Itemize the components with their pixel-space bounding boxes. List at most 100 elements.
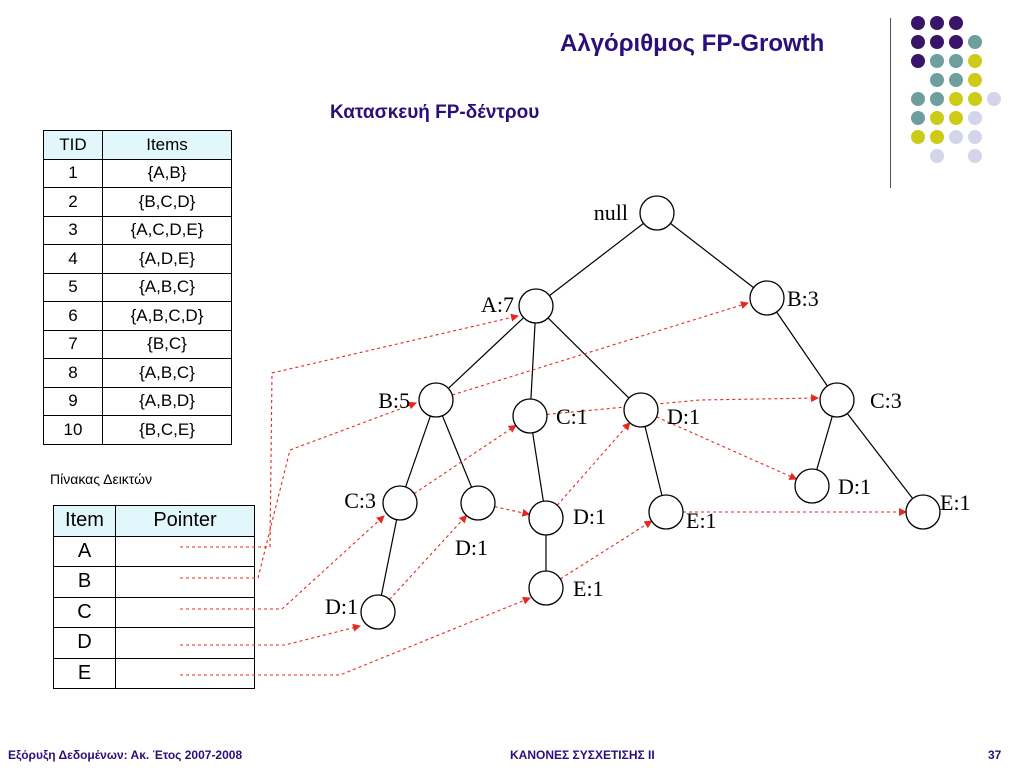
tree-edge-C1-D4: [532, 432, 544, 502]
node-link-D3-D2: [389, 514, 468, 600]
node-link-C3-C1: [413, 424, 517, 495]
tree-edge-root-B1: [670, 222, 754, 289]
decor-dot: [949, 16, 963, 30]
decor-dot: [930, 111, 944, 125]
tree-node-label-D2: D:1: [455, 535, 488, 560]
node-link-ptrD-D3: [180, 623, 361, 646]
node-link-D1-D5: [656, 416, 798, 480]
tree-node-label-B2: B:5: [378, 388, 410, 413]
decor-dot: [911, 54, 925, 68]
col-header-pointer: Pointer: [115, 505, 255, 537]
tid-cell: 9: [43, 386, 103, 416]
header-table-label: Πίνακας Δεικτών: [50, 471, 153, 487]
tid-cell: 10: [43, 415, 103, 445]
decor-dot: [949, 73, 963, 87]
decor-dot: [930, 54, 944, 68]
decor-dot: [911, 92, 925, 106]
transaction-table-header: TID Items: [43, 130, 232, 160]
tree-node-label-E2: E:1: [573, 576, 604, 601]
tree-node-D3: [360, 594, 396, 630]
item-cell: B: [53, 566, 116, 598]
decor-dot-grid: [911, 16, 1001, 163]
tree-node-C3: [382, 485, 418, 521]
decor-dot: [968, 111, 982, 125]
decor-dot: [949, 92, 963, 106]
node-link-E2-E1: [560, 520, 653, 580]
decor-dot: [930, 149, 944, 163]
tree-node-C2: [819, 382, 855, 418]
decor-dot: [949, 54, 963, 68]
tree-node-label-E1: E:1: [686, 508, 717, 533]
table-row: A: [53, 535, 255, 567]
decor-dot: [930, 73, 944, 87]
node-link-ptrB-B2: [180, 401, 417, 579]
tree-edge-A-B2: [447, 317, 525, 389]
tree-node-B2: [418, 382, 454, 418]
tree-node-label-D3: D:1: [325, 594, 358, 619]
tree-node-D1: [623, 392, 659, 428]
col-header-items: Items: [102, 130, 232, 160]
tree-node-label-E3: E:1: [940, 490, 971, 515]
tree-node-label-C3: C:3: [344, 488, 376, 513]
footer-course: Εξόρυξη Δεδομένων: Ακ. Έτος 2007-2008: [8, 748, 243, 762]
tree-node-label-root: null: [594, 200, 628, 225]
tree-node-E2: [528, 570, 564, 606]
tree-node-D4: [528, 500, 564, 536]
node-link-ptrC-C3: [180, 515, 385, 610]
table-row: D: [53, 627, 255, 659]
decor-dot: [968, 130, 982, 144]
tree-node-label-C1: C:1: [556, 404, 588, 429]
decor-dot: [968, 35, 982, 49]
tree-edge-A-C1: [530, 322, 536, 400]
decor-dot: [930, 130, 944, 144]
tree-edge-B1-C2: [776, 311, 828, 387]
tree-node-label-D4: D:1: [573, 504, 606, 529]
node-link-D4-D1: [556, 422, 631, 506]
tree-node-label-D5: D:1: [838, 474, 871, 499]
pointer-cell: [115, 566, 255, 598]
pointer-cell: [115, 596, 255, 628]
decor-divider: [890, 18, 891, 188]
decor-dot: [911, 16, 925, 30]
tree-edge-root-A: [549, 222, 644, 297]
tree-node-label-A: A:7: [481, 292, 514, 317]
decor-dot: [930, 35, 944, 49]
item-cell: D: [53, 627, 116, 659]
pointer-cell: [115, 657, 255, 689]
tree-node-D5: [794, 468, 830, 504]
decor-dot: [949, 130, 963, 144]
table-row: 3{A,C,D,E}: [43, 215, 232, 245]
decor-dot: [930, 92, 944, 106]
decor-dot: [968, 149, 982, 163]
decor-dot: [911, 130, 925, 144]
tree-edge-B2-C3: [405, 415, 431, 488]
node-link-ptrA-A: [180, 313, 519, 548]
node-link-ptrE-E2: [180, 596, 531, 676]
header-table: Item Pointer A B C D E: [53, 505, 255, 689]
tree-node-B1: [749, 280, 785, 316]
table-row: 8{A,B,C}: [43, 358, 232, 388]
transaction-table: TID Items 1{A,B} 2{B,C,D} 3{A,C,D,E} 4{A…: [43, 130, 232, 445]
tree-node-label-B1: B:3: [787, 286, 819, 311]
tree-node-label-C2: C:3: [870, 388, 902, 413]
decor-dot: [930, 16, 944, 30]
tree-node-C1: [512, 398, 548, 434]
tree-edge-C2-E3: [846, 413, 914, 499]
table-row: 10{B,C,E}: [43, 415, 232, 445]
tree-node-E1: [648, 494, 684, 530]
col-header-tid: TID: [43, 130, 103, 160]
slide-subtitle: Κατασκευή FP-δέντρου: [330, 102, 540, 123]
decor-dot: [968, 73, 982, 87]
decor-dot: [968, 54, 982, 68]
tree-node-root: [639, 195, 675, 231]
tree-node-E3: [905, 494, 941, 530]
pointer-cell: [115, 627, 255, 659]
tree-edge-C3-D3: [380, 519, 398, 596]
items-cell: {A,B,C,D}: [102, 301, 232, 331]
footer-page-number: 37: [988, 748, 1002, 762]
table-row: 6{A,B,C,D}: [43, 301, 232, 331]
tree-node-label-D1: D:1: [667, 404, 700, 429]
table-row: B: [53, 566, 255, 598]
table-row: 9{A,B,D}: [43, 386, 232, 416]
decor-dot: [911, 111, 925, 125]
